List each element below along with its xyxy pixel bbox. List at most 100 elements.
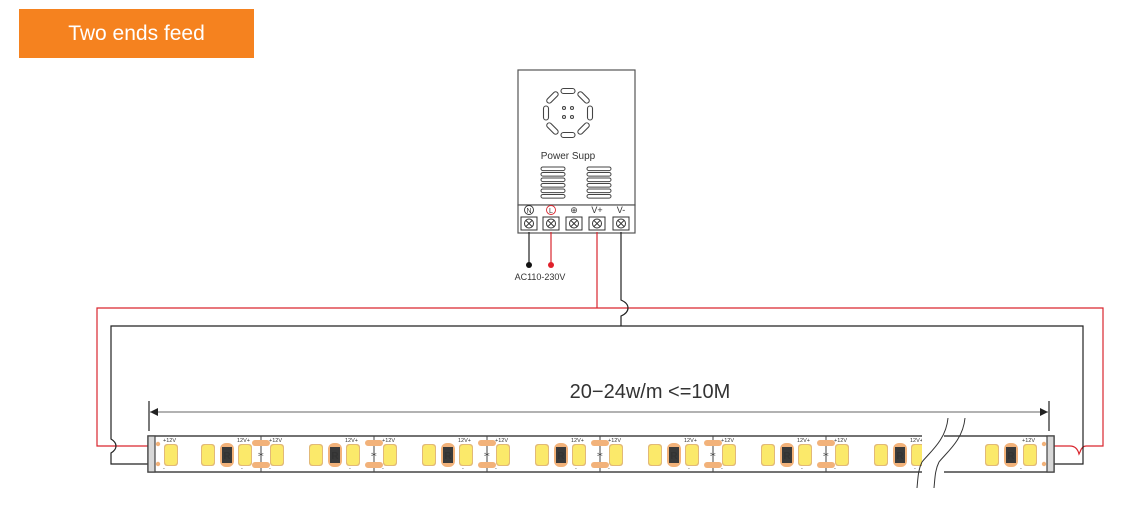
led-chip (649, 445, 661, 465)
led-chip (723, 445, 735, 465)
segment-voltage-label: 12V+ (458, 438, 471, 444)
solder-pad-bottom (591, 462, 609, 468)
segment-voltage-label: +12V (721, 438, 734, 444)
cut-mark-icon: ✂ (597, 452, 603, 459)
vent-slot (586, 188, 612, 194)
led-chip (536, 445, 548, 465)
solder-pad-bottom (252, 462, 270, 468)
terminal-label: V- (617, 205, 626, 215)
segment-minus-label: - (495, 466, 497, 472)
resistor (556, 447, 566, 463)
segment-voltage-label: 12V+ (797, 438, 810, 444)
power-supply-body (517, 69, 636, 206)
cut-mark-icon: ✂ (710, 452, 716, 459)
cut-mark-icon: ✂ (258, 452, 264, 459)
vent-slot (540, 177, 566, 183)
solder-pad-bottom (817, 462, 835, 468)
end-pad (155, 441, 161, 447)
solder-pad-bottom (365, 462, 383, 468)
vent-slot (586, 194, 612, 199)
segment-minus-label: - (914, 466, 916, 472)
segment-minus-label: - (163, 466, 165, 472)
fan-vent-hole (569, 105, 575, 111)
vent-slot (540, 194, 566, 199)
vent-slot (586, 166, 612, 172)
fan-vent-hole (569, 114, 575, 120)
strip-break-gap (922, 430, 944, 480)
fan-vent-slot (546, 122, 559, 135)
vent-slot (586, 172, 612, 177)
solder-pad-bottom (704, 462, 722, 468)
terminal-symbol-circle (546, 205, 556, 215)
resistor-label: R (444, 451, 452, 462)
solder-pad-bottom (478, 462, 496, 468)
led-chip (310, 445, 322, 465)
end-pad (1041, 441, 1047, 447)
terminal-screw-slot (547, 220, 555, 227)
solder-pad-top (591, 440, 609, 446)
vent-slot (586, 177, 612, 183)
segment-voltage-label: +12V (1022, 438, 1035, 444)
led-chip (610, 445, 622, 465)
segment-voltage-label: +12V (608, 438, 621, 444)
strip-break-line-right (933, 417, 966, 489)
segment-minus-label: - (1020, 466, 1022, 472)
led-chip (239, 445, 251, 465)
positive-wire (96, 232, 1104, 456)
solder-pad-top (478, 440, 496, 446)
resistor (222, 447, 232, 463)
segment-minus-label: - (382, 466, 384, 472)
vent-slots-left (540, 166, 566, 199)
vent-slots-right (586, 166, 612, 199)
ac-input: AC110-230V (515, 232, 566, 282)
vent-slot (540, 172, 566, 177)
led-chip (875, 445, 887, 465)
led-chip (271, 445, 283, 465)
fan-vent-slot (542, 105, 550, 121)
segment-minus-label: - (575, 466, 577, 472)
terminal-screw-slot (593, 220, 601, 227)
segment-minus-label: - (349, 466, 351, 472)
terminal-screw-slot (617, 220, 625, 227)
resistor (895, 447, 905, 463)
segment-voltage-label: 12V+ (571, 438, 584, 444)
strip-break-line-left (916, 417, 949, 489)
resistor-label: R (670, 451, 678, 462)
resistor (443, 447, 453, 463)
led-chip (799, 445, 811, 465)
cut-mark-icon: ✂ (823, 452, 829, 459)
strip-end-cap-right (1046, 435, 1055, 473)
vent-slot (540, 166, 566, 172)
resistor-label: R (1007, 451, 1015, 462)
led-chip (202, 445, 214, 465)
cut-mark-icon: ✂ (371, 452, 377, 459)
fan-vent-hole (561, 105, 567, 111)
led-chip (762, 445, 774, 465)
ac-input-label: AC110-230V (515, 272, 566, 282)
resistor (782, 447, 792, 463)
fan-vent-slot (586, 105, 594, 121)
resistor-label: R (331, 451, 339, 462)
led-chip (986, 445, 998, 465)
segment-minus-label: - (801, 466, 803, 472)
solder-pad-top (704, 440, 722, 446)
segment-voltage-label: +12V (269, 438, 282, 444)
live-wire-end (548, 262, 554, 268)
terminal-label: N (526, 208, 531, 215)
terminal-symbol-circle (524, 205, 534, 215)
negative-wire (110, 232, 1084, 465)
led-chip (497, 445, 509, 465)
segment-minus-label: - (688, 466, 690, 472)
fan-vent-slot (577, 122, 590, 135)
fan-vent-slot (560, 131, 576, 139)
resistor-label: R (783, 451, 791, 462)
power-supply-label: Power Supp (541, 151, 596, 162)
fan-vent-slot (546, 91, 559, 104)
led-chip (384, 445, 396, 465)
cut-mark-icon: ✂ (484, 452, 490, 459)
led-chip (423, 445, 435, 465)
terminal-label: V+ (591, 205, 602, 215)
